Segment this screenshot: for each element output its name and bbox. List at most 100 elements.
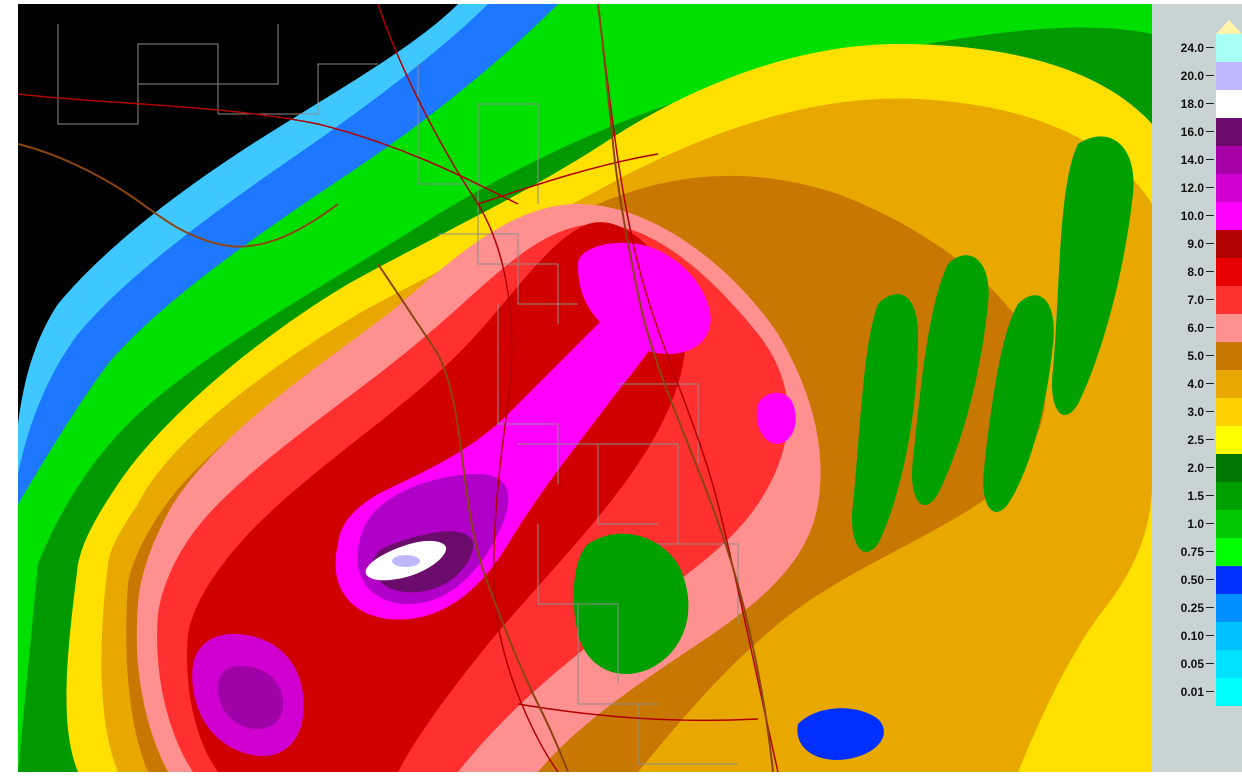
legend-row: 18.0	[1152, 90, 1242, 118]
legend-tick	[1206, 607, 1214, 608]
rain-band-east-1	[852, 294, 918, 552]
legend-label: 0.25	[1180, 601, 1204, 615]
legend-row: 10.0	[1152, 202, 1242, 230]
legend-swatch	[1216, 174, 1242, 202]
legend-row: 1.0	[1152, 510, 1242, 538]
legend-tick	[1206, 523, 1214, 524]
rain-band-east-3	[983, 295, 1054, 512]
legend-label: 9.0	[1187, 237, 1204, 251]
legend-row: 0.01	[1152, 678, 1242, 706]
legend-label: 3.0	[1187, 405, 1204, 419]
legend-swatch	[1216, 202, 1242, 230]
legend-label: 2.0	[1187, 461, 1204, 475]
legend-tick	[1206, 271, 1214, 272]
legend-swatch	[1216, 342, 1242, 370]
legend-swatch	[1216, 314, 1242, 342]
legend-row: 4.0	[1152, 370, 1242, 398]
legend-tick	[1206, 243, 1214, 244]
legend-tick	[1206, 47, 1214, 48]
legend-swatch	[1216, 286, 1242, 314]
legend-row: 3.0	[1152, 398, 1242, 426]
legend-label: 10.0	[1180, 209, 1204, 223]
precip-cell-southwest-core	[217, 665, 284, 729]
legend-swatch	[1216, 118, 1242, 146]
legend-swatch	[1216, 566, 1242, 594]
legend-swatch	[1216, 426, 1242, 454]
rain-band-south-1	[573, 533, 689, 674]
precip-core-lavender	[392, 555, 420, 567]
rain-band-east-4	[1052, 136, 1134, 416]
legend-row: 14.0	[1152, 146, 1242, 174]
highways	[18, 4, 779, 772]
legend-row: 0.75	[1152, 538, 1242, 566]
rain-blue-patch-south	[797, 708, 884, 760]
legend-row: 1.5	[1152, 482, 1242, 510]
legend-tick	[1206, 467, 1214, 468]
precip-cell-east-streak	[756, 392, 796, 444]
legend-tick	[1206, 411, 1214, 412]
legend-tick	[1206, 215, 1214, 216]
legend-swatch	[1216, 594, 1242, 622]
legend-label: 8.0	[1187, 265, 1204, 279]
legend-label: 0.75	[1180, 545, 1204, 559]
legend-tick	[1206, 327, 1214, 328]
legend-swatch	[1216, 398, 1242, 426]
legend-row: 20.0	[1152, 62, 1242, 90]
legend-row: 16.0	[1152, 118, 1242, 146]
legend-label: 6.0	[1187, 321, 1204, 335]
legend-tick	[1206, 551, 1214, 552]
legend-tick	[1206, 663, 1214, 664]
legend-row: 2.0	[1152, 454, 1242, 482]
legend-label: 4.0	[1187, 377, 1204, 391]
legend-swatch	[1216, 146, 1242, 174]
legend-tick	[1206, 691, 1214, 692]
legend-swatch	[1216, 454, 1242, 482]
legend-tick	[1206, 159, 1214, 160]
legend-swatch	[1216, 510, 1242, 538]
precip-cell-east-coast	[578, 242, 711, 354]
legend-tick	[1206, 439, 1214, 440]
legend-swatch	[1216, 370, 1242, 398]
legend-swatch	[1216, 230, 1242, 258]
legend-cap-swatch	[1216, 20, 1242, 34]
legend-label: 18.0	[1180, 97, 1204, 111]
coastline	[18, 4, 774, 772]
legend-tick	[1206, 187, 1214, 188]
rain-band-east-2	[912, 255, 989, 506]
legend-swatch	[1216, 34, 1242, 62]
legend-label: 0.01	[1180, 685, 1204, 699]
legend-row: 0.25	[1152, 594, 1242, 622]
legend-row: 8.0	[1152, 258, 1242, 286]
legend-tick	[1206, 383, 1214, 384]
legend-label: 0.05	[1180, 657, 1204, 671]
legend-label: 0.10	[1180, 629, 1204, 643]
legend-label: 7.0	[1187, 293, 1204, 307]
legend-row: 24.0	[1152, 34, 1242, 62]
legend-row: 12.0	[1152, 174, 1242, 202]
legend-swatch	[1216, 678, 1242, 706]
legend-row: 9.0	[1152, 230, 1242, 258]
legend-label: 2.5	[1187, 433, 1204, 447]
county-boundaries	[57, 24, 739, 765]
legend-row: 6.0	[1152, 314, 1242, 342]
legend-tick	[1206, 103, 1214, 104]
legend-row: 5.0	[1152, 342, 1242, 370]
legend-row: 2.5	[1152, 426, 1242, 454]
legend-tick	[1206, 131, 1214, 132]
legend-swatch	[1216, 622, 1242, 650]
legend-label: 0.50	[1180, 573, 1204, 587]
legend-swatch	[1216, 538, 1242, 566]
legend-tick	[1206, 355, 1214, 356]
legend-tick	[1206, 495, 1214, 496]
legend-label: 24.0	[1180, 41, 1204, 55]
legend-swatch	[1216, 482, 1242, 510]
legend-row: 0.10	[1152, 622, 1242, 650]
legend-swatch	[1216, 90, 1242, 118]
legend-row: 0.05	[1152, 650, 1242, 678]
legend-tick	[1206, 299, 1214, 300]
legend-tick	[1206, 75, 1214, 76]
legend-row: 0.50	[1152, 566, 1242, 594]
legend-tick	[1206, 579, 1214, 580]
